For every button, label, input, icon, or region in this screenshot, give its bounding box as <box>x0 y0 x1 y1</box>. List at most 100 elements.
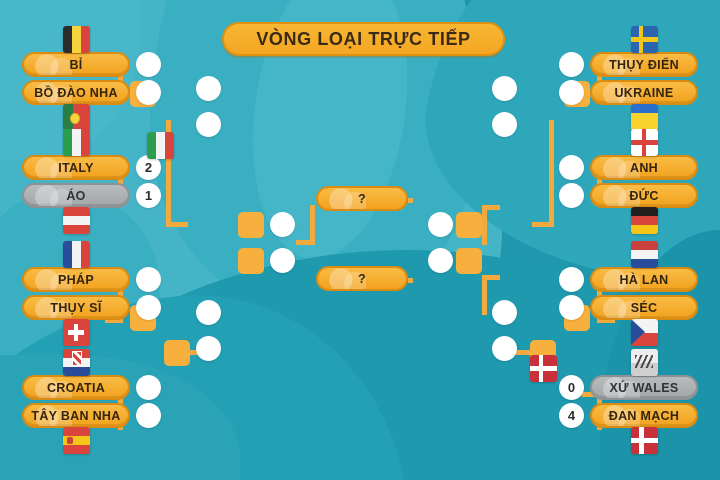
score-bubble <box>136 295 161 320</box>
sf-node-left-2[interactable] <box>238 248 264 274</box>
connector-r4-horz <box>582 392 600 397</box>
flag-england <box>630 129 658 156</box>
connector-final-bottom <box>408 278 413 283</box>
score-bubble <box>136 375 161 400</box>
team-name: ANH <box>630 160 658 175</box>
qf-node-left-3[interactable] <box>164 340 190 366</box>
team-name: BỈ <box>69 57 83 72</box>
flag-ukraine <box>630 104 658 131</box>
team-pill-đan-mạch[interactable]: ĐAN MẠCH <box>590 403 698 428</box>
sf-node-right-1[interactable] <box>456 212 482 238</box>
connector-r-final-horz2 <box>482 275 500 280</box>
final-slot-bottom[interactable]: ? <box>316 266 408 291</box>
team-name: XỨ WALES <box>609 380 679 395</box>
flag-italy <box>62 129 90 156</box>
team-name: THỤY SĨ <box>50 300 102 315</box>
team-name: CROATIA <box>46 380 106 395</box>
team-name: ĐỨC <box>629 188 659 203</box>
sf-node-left-1[interactable] <box>238 212 264 238</box>
connector-r-final-horz <box>482 205 500 210</box>
connector-l3-horz <box>105 318 123 323</box>
connector-r-sf-vert <box>549 120 554 225</box>
page-title-text: VÒNG LOẠI TRỰC TIẾP <box>256 28 471 49</box>
team-name: ITALY <box>58 160 94 175</box>
team-pill-ukraine[interactable]: UKRAINE <box>590 80 698 105</box>
team-pill-pháp[interactable]: PHÁP <box>22 267 130 292</box>
team-name: PHÁP <box>58 272 94 287</box>
connector-r-sf2-horz <box>508 350 530 355</box>
qf-bubble-left-4 <box>196 336 221 361</box>
connector-r3-horz <box>597 318 615 323</box>
team-pill-bồ-đào-nha[interactable]: BỒ ĐÀO NHA <box>22 80 130 105</box>
flag-switzerland <box>62 319 90 346</box>
qf-bubble-left-2 <box>196 112 221 137</box>
sf-node-right-2[interactable] <box>456 248 482 274</box>
score-bubble <box>559 267 584 292</box>
flag-croatia <box>62 349 90 376</box>
final-slot-top[interactable]: ? <box>316 186 408 211</box>
connector-r-final-vert2 <box>482 275 487 315</box>
team-name: THỤY ĐIỂN <box>609 57 679 72</box>
score-bubble <box>559 52 584 77</box>
connector-final-top <box>408 198 413 203</box>
connector-l-final-vert <box>310 205 315 245</box>
score-bubble <box>559 183 584 208</box>
qf-bubble-right-3 <box>492 300 517 325</box>
team-pill-tây-ban-nha[interactable]: TÂY BAN NHA <box>22 403 130 428</box>
page-title: VÒNG LOẠI TRỰC TIẾP <box>222 22 505 56</box>
team-pill-hà-lan[interactable]: HÀ LAN <box>590 267 698 292</box>
connector-r-sf-horz <box>532 222 554 227</box>
flag-germany <box>630 207 658 234</box>
team-pill-croatia[interactable]: CROATIA <box>22 375 130 400</box>
qf-bubble-left-3 <box>196 300 221 325</box>
team-name: ÁO <box>66 188 86 203</box>
score-bubble <box>559 295 584 320</box>
sf-bubble-left-2 <box>270 248 295 273</box>
qf-flag-right-denmark <box>530 355 557 382</box>
team-pill-italy[interactable]: ITALY <box>22 155 130 180</box>
qf-bubble-right-4 <box>492 336 517 361</box>
team-pill-bỉ[interactable]: BỈ <box>22 52 130 77</box>
qf-flag-left-italy <box>147 132 174 159</box>
team-pill-anh[interactable]: ANH <box>590 155 698 180</box>
score-bubble <box>136 403 161 428</box>
sf-bubble-right-1 <box>428 212 453 237</box>
sf-bubble-left-1 <box>270 212 295 237</box>
connector-r-final-vert <box>482 205 487 245</box>
flag-portugal <box>62 104 90 131</box>
team-name: UKRAINE <box>614 85 674 100</box>
score-bubble: 4 <box>559 403 584 428</box>
flag-denmark <box>630 427 658 454</box>
score-bubble <box>136 80 161 105</box>
score-bubble <box>559 155 584 180</box>
flag-spain <box>62 427 90 454</box>
team-pill-thụy-điển[interactable]: THỤY ĐIỂN <box>590 52 698 77</box>
qf-bubble-right-1 <box>492 76 517 101</box>
team-pill-xứ-wales[interactable]: XỨ WALES <box>590 375 698 400</box>
team-pill-đức[interactable]: ĐỨC <box>590 183 698 208</box>
flag-netherlands <box>630 241 658 268</box>
team-name: TÂY BAN NHA <box>31 408 121 423</box>
flag-belgium <box>62 26 90 53</box>
score-bubble <box>559 80 584 105</box>
connector-l-sf-horz <box>166 222 188 227</box>
connector-r1-vert <box>597 58 602 96</box>
qf-bubble-left-1 <box>196 76 221 101</box>
score-bubble: 2 <box>136 155 161 180</box>
team-pill-séc[interactable]: SÉC <box>590 295 698 320</box>
team-name: SÉC <box>630 300 658 315</box>
team-name: ĐAN MẠCH <box>608 408 680 423</box>
connector-l1-vert <box>118 58 123 96</box>
team-name: BỒ ĐÀO NHA <box>34 85 118 100</box>
pill-texture <box>30 54 72 75</box>
qf-bubble-right-2 <box>492 112 517 137</box>
final-slot-label: ? <box>358 271 366 286</box>
team-pill-thụy-sĩ[interactable]: THỤY SĨ <box>22 295 130 320</box>
sf-bubble-right-2 <box>428 248 453 273</box>
team-name: HÀ LAN <box>619 272 669 287</box>
final-slot-label: ? <box>358 191 366 206</box>
score-bubble <box>136 52 161 77</box>
team-pill-áo[interactable]: ÁO <box>22 183 130 208</box>
flag-sweden <box>630 26 658 53</box>
